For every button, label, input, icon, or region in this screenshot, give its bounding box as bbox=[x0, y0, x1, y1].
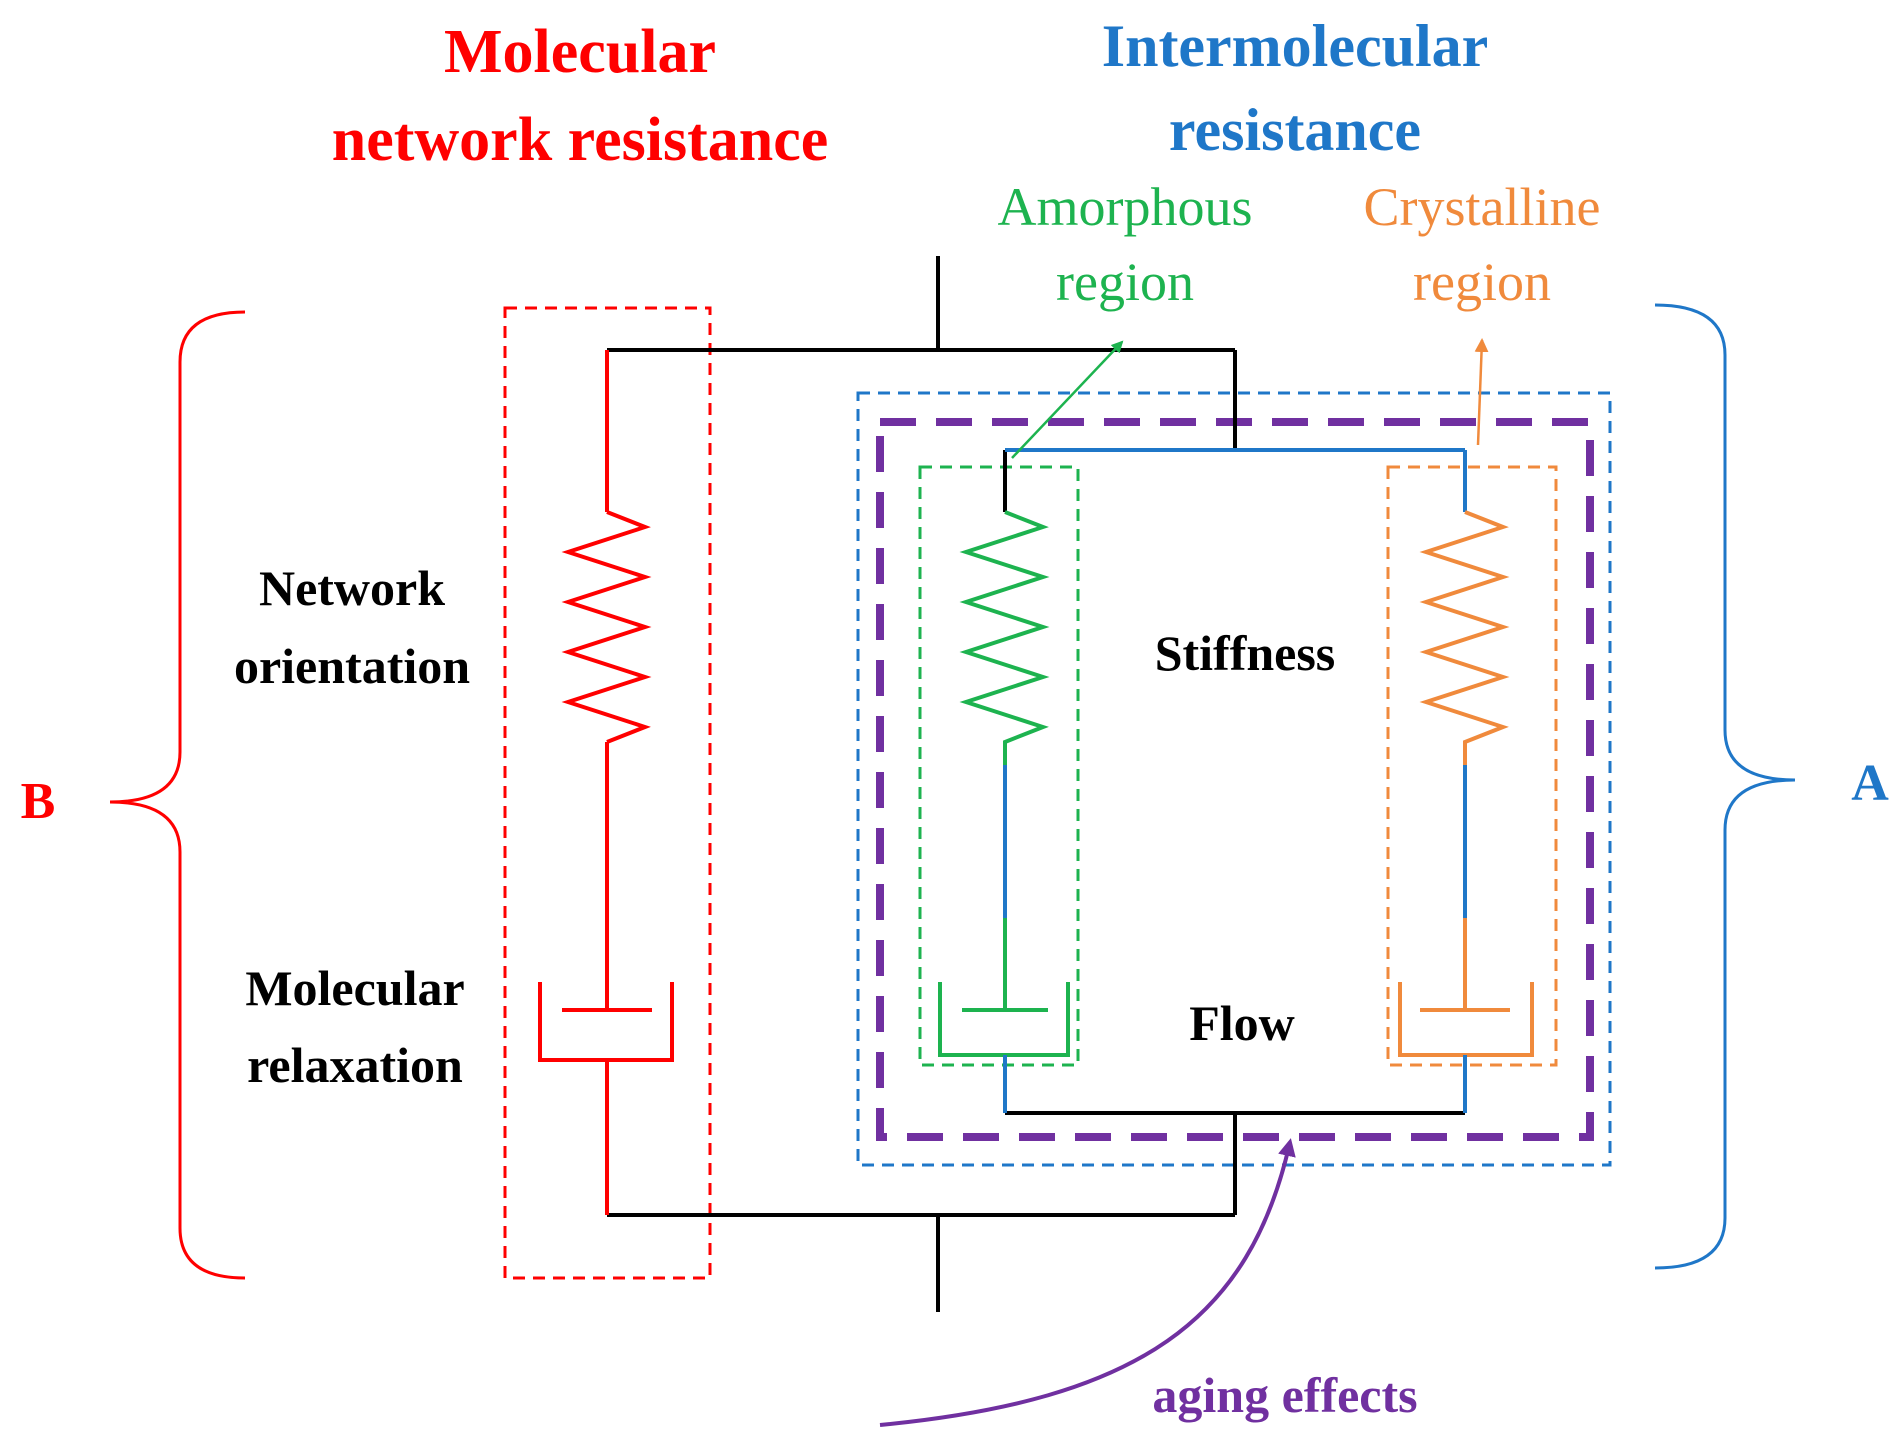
bracket-a-label: A bbox=[1851, 755, 1889, 812]
intermolecular-title-line2: resistance bbox=[1169, 97, 1421, 163]
crystalline-region-label-line2: region bbox=[1413, 252, 1551, 312]
aging-effects-arrow bbox=[879, 1138, 1296, 1427]
bracket-a bbox=[1654, 303, 1796, 1270]
amorphous-region-label-line2: region bbox=[1056, 252, 1194, 312]
network-spring bbox=[561, 510, 652, 744]
amorphous-region-box bbox=[918, 465, 1080, 1067]
network-branch bbox=[538, 350, 674, 1215]
molecular-relaxation-label-line2: relaxation bbox=[247, 1037, 463, 1093]
outer-circuit bbox=[607, 256, 1465, 1312]
molecular-title-line1: Molecular bbox=[444, 18, 716, 86]
molecular-network-box bbox=[503, 306, 712, 1280]
bracket-b bbox=[109, 310, 246, 1280]
molecular-title-line2: network resistance bbox=[332, 106, 828, 174]
network-orientation-label-line2: orientation bbox=[234, 638, 470, 694]
crystalline-pointer-arrow bbox=[1474, 338, 1489, 446]
molecular-relaxation-label-line1: Molecular bbox=[245, 960, 464, 1016]
bracket-b-label: B bbox=[21, 773, 56, 830]
amorphous-spring bbox=[959, 510, 1050, 765]
network-orientation-label-line1: Network bbox=[259, 560, 445, 616]
amorphous-branch bbox=[938, 510, 1070, 1113]
amorphous-region-label-line1: Amorphous bbox=[998, 177, 1253, 237]
crystalline-branch bbox=[1398, 450, 1534, 1113]
crystalline-region-box bbox=[1386, 465, 1558, 1067]
aging-effects-label: aging effects bbox=[1152, 1367, 1417, 1423]
crystalline-spring bbox=[1419, 510, 1510, 765]
stiffness-label: Stiffness bbox=[1155, 625, 1336, 681]
flow-label: Flow bbox=[1189, 995, 1295, 1051]
amorphous-pointer-arrow bbox=[1011, 340, 1124, 459]
intermolecular-title-line1: Intermolecular bbox=[1102, 13, 1489, 79]
crystalline-region-label-line1: Crystalline bbox=[1364, 177, 1601, 237]
